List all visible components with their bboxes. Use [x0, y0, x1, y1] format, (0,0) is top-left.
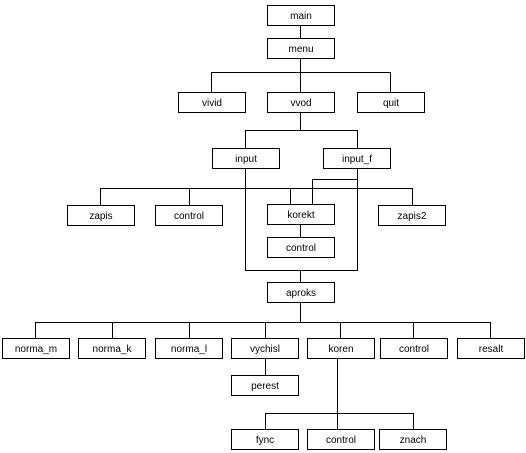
node-korekt: korekt	[267, 204, 335, 225]
node-norma-m: norma_m	[2, 338, 70, 359]
connector-line	[265, 413, 414, 430]
node-box	[379, 429, 447, 450]
node-box	[155, 205, 223, 226]
node-label: korekt	[287, 210, 314, 221]
node-label: zapis	[89, 211, 112, 222]
node-resalt: resalt	[457, 338, 525, 359]
node-box	[2, 338, 70, 359]
node-box	[307, 429, 375, 450]
node-box	[231, 375, 299, 396]
node-label: perest	[251, 381, 279, 392]
node-label: input	[235, 154, 257, 165]
node-norma-l: norma_l	[155, 338, 223, 359]
node-control-4: control	[307, 429, 375, 450]
node-vvod: vvod	[267, 92, 335, 113]
node-box	[231, 429, 299, 450]
node-quit: quit	[357, 92, 425, 113]
node-box	[155, 338, 223, 359]
node-box	[67, 205, 135, 226]
node-fync: fync	[231, 429, 299, 450]
node-box	[307, 338, 375, 359]
node-label: koren	[328, 344, 353, 355]
node-control-3: control	[380, 338, 448, 359]
node-box	[267, 237, 335, 258]
node-box	[267, 204, 335, 225]
node-box	[212, 148, 280, 169]
node-label: control	[174, 211, 204, 222]
node-control-2: control	[267, 237, 335, 258]
node-label: main	[290, 11, 312, 22]
node-zapis2: zapis2	[378, 205, 446, 226]
node-vivid: vivid	[178, 92, 246, 113]
node-label: vivid	[202, 98, 222, 109]
node-label: norma_m	[15, 344, 57, 355]
node-input: input	[212, 148, 280, 169]
node-label: resalt	[479, 344, 504, 355]
connector-line	[245, 168, 358, 271]
connector-line	[35, 322, 491, 339]
node-znach: znach	[379, 429, 447, 450]
node-label: menu	[288, 44, 313, 55]
node-label: input_f	[342, 154, 372, 165]
node-box	[231, 338, 299, 359]
node-box	[178, 92, 246, 113]
node-label: norma_k	[93, 344, 133, 355]
node-koren: koren	[307, 338, 375, 359]
node-aproks: aproks	[267, 282, 335, 303]
node-norma-k: norma_k	[78, 338, 146, 359]
node-menu: menu	[267, 38, 335, 59]
node-box	[457, 338, 525, 359]
node-label: control	[399, 344, 429, 355]
node-label: control	[326, 435, 356, 446]
node-label: znach	[400, 435, 427, 446]
node-label: vvod	[290, 98, 311, 109]
node-label: norma_l	[171, 344, 207, 355]
node-zapis: zapis	[67, 205, 135, 226]
node-label: zapis2	[398, 211, 427, 222]
connector-line	[245, 130, 358, 149]
node-box	[378, 205, 446, 226]
node-perest: perest	[231, 375, 299, 396]
node-box	[323, 148, 391, 169]
node-label: fync	[256, 435, 274, 446]
node-label: vychisl	[250, 344, 280, 355]
node-box	[267, 5, 335, 26]
connector-line	[100, 188, 413, 206]
connector-lines	[35, 25, 491, 430]
node-label: control	[286, 243, 316, 254]
node-vychisl: vychisl	[231, 338, 299, 359]
node-box	[267, 92, 335, 113]
node-input-f: input_f	[323, 148, 391, 169]
node-main: main	[267, 5, 335, 26]
node-label: aproks	[286, 288, 316, 299]
node-box	[380, 338, 448, 359]
connector-line	[312, 168, 358, 205]
node-control-1: control	[155, 205, 223, 226]
node-box	[78, 338, 146, 359]
node-box	[267, 38, 335, 59]
node-box	[267, 282, 335, 303]
node-box	[357, 92, 425, 113]
node-label: quit	[383, 98, 399, 109]
